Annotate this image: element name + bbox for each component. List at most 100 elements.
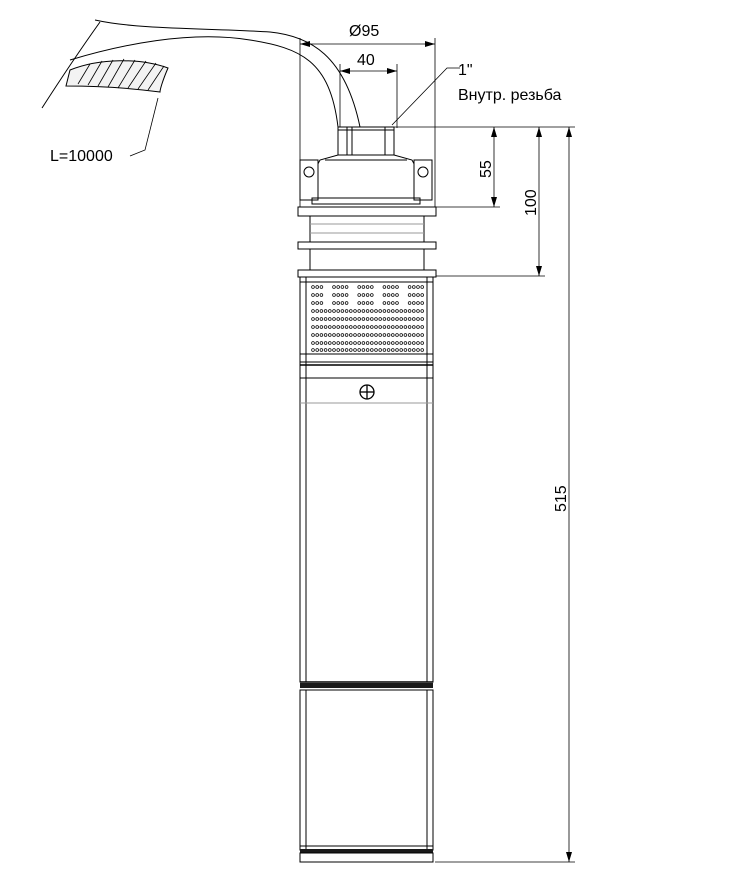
intake-hole xyxy=(365,293,370,297)
intake-hole xyxy=(382,348,387,352)
intake-hole xyxy=(416,309,420,313)
intake-hole xyxy=(378,333,382,337)
intake-hole xyxy=(382,317,387,321)
intake-hole xyxy=(412,285,416,289)
intake-hole xyxy=(353,325,357,329)
intake-hole xyxy=(340,309,345,313)
intake-hole xyxy=(365,348,370,352)
intake-hole xyxy=(407,309,412,313)
total-length-label: 515 xyxy=(553,485,570,512)
intake-hole xyxy=(357,348,361,352)
intake-hole xyxy=(378,309,382,313)
intake-hole xyxy=(311,333,315,337)
intake-hole xyxy=(349,317,353,321)
intake-hole xyxy=(378,341,382,345)
intake-hole xyxy=(336,341,340,345)
dimension-head-height: 55 xyxy=(392,126,575,208)
intake-hole xyxy=(420,325,424,329)
intake-hole xyxy=(391,348,395,352)
intake-hole xyxy=(374,341,378,345)
intake-hole xyxy=(412,293,416,297)
intake-hole xyxy=(344,341,349,345)
intake-hole xyxy=(323,348,328,352)
intake-hole xyxy=(395,285,399,289)
intake-hole xyxy=(361,333,366,337)
power-cable xyxy=(41,19,361,157)
intake-hole xyxy=(365,285,370,289)
intake-hole xyxy=(323,309,328,313)
intake-hole xyxy=(382,301,387,305)
intake-hole xyxy=(370,341,374,345)
intake-hole xyxy=(323,317,328,321)
intake-hole xyxy=(311,317,315,321)
intake-hole xyxy=(349,348,353,352)
intake-hole xyxy=(412,325,416,329)
intake-hole xyxy=(361,325,366,329)
intake-hole xyxy=(319,285,324,289)
intake-hole xyxy=(357,301,361,305)
intake-hole xyxy=(370,325,374,329)
top-section-label: 100 xyxy=(523,189,540,216)
intake-hole xyxy=(349,341,353,345)
intake-hole xyxy=(416,293,420,297)
dimension-diameter: Ø95 xyxy=(299,23,436,215)
intake-hole xyxy=(365,309,370,313)
intake-hole xyxy=(315,301,319,305)
intake-hole xyxy=(344,325,349,329)
intake-hole xyxy=(407,333,412,337)
intake-hole xyxy=(357,341,361,345)
intake-hole xyxy=(328,333,332,337)
intake-hole xyxy=(319,309,324,313)
intake-hole xyxy=(420,285,424,289)
intake-hole xyxy=(336,317,340,321)
intake-hole xyxy=(395,301,399,305)
intake-hole xyxy=(391,333,395,337)
intake-hole xyxy=(399,309,403,313)
intake-hole xyxy=(336,285,340,289)
intake-hole xyxy=(391,317,395,321)
intake-hole xyxy=(407,285,412,289)
intake-hole xyxy=(344,333,349,337)
intake-hole xyxy=(311,325,315,329)
intake-hole xyxy=(361,285,366,289)
thread-type-label: Внутр. резьба xyxy=(458,87,562,104)
intake-hole xyxy=(382,325,387,329)
intake-hole xyxy=(328,325,332,329)
intake-hole xyxy=(353,348,357,352)
intake-hole xyxy=(349,333,353,337)
intake-hole xyxy=(395,293,399,297)
intake-hole xyxy=(399,317,403,321)
intake-hole xyxy=(357,309,361,313)
intake-hole xyxy=(420,341,424,345)
intake-hole xyxy=(386,317,391,321)
intake-hole xyxy=(344,293,349,297)
intake-hole xyxy=(311,348,315,352)
thread-leader xyxy=(391,67,460,126)
intake-hole xyxy=(391,309,395,313)
intake-hole xyxy=(357,333,361,337)
intake-hole xyxy=(332,293,336,297)
intake-hole xyxy=(412,333,416,337)
intake-hole xyxy=(370,348,374,352)
intake-hole xyxy=(340,285,345,289)
intake-hole xyxy=(365,341,370,345)
intake-hole xyxy=(323,325,328,329)
intake-hole xyxy=(391,341,395,345)
intake-hole xyxy=(407,317,412,321)
intake-hole xyxy=(382,333,387,337)
intake-hole xyxy=(340,348,345,352)
intake-hole xyxy=(412,348,416,352)
intake-hole xyxy=(315,293,319,297)
intake-hole xyxy=(353,317,357,321)
intake-hole xyxy=(386,348,391,352)
intake-hole xyxy=(357,285,361,289)
intake-hole xyxy=(315,317,319,321)
intake-hole xyxy=(370,309,374,313)
intake-hole xyxy=(370,333,374,337)
intake-hole xyxy=(416,341,420,345)
intake-hole xyxy=(344,317,349,321)
intake-hole xyxy=(374,333,378,337)
intake-hole xyxy=(332,333,336,337)
intake-hole xyxy=(340,325,345,329)
bottom-band xyxy=(300,849,433,853)
